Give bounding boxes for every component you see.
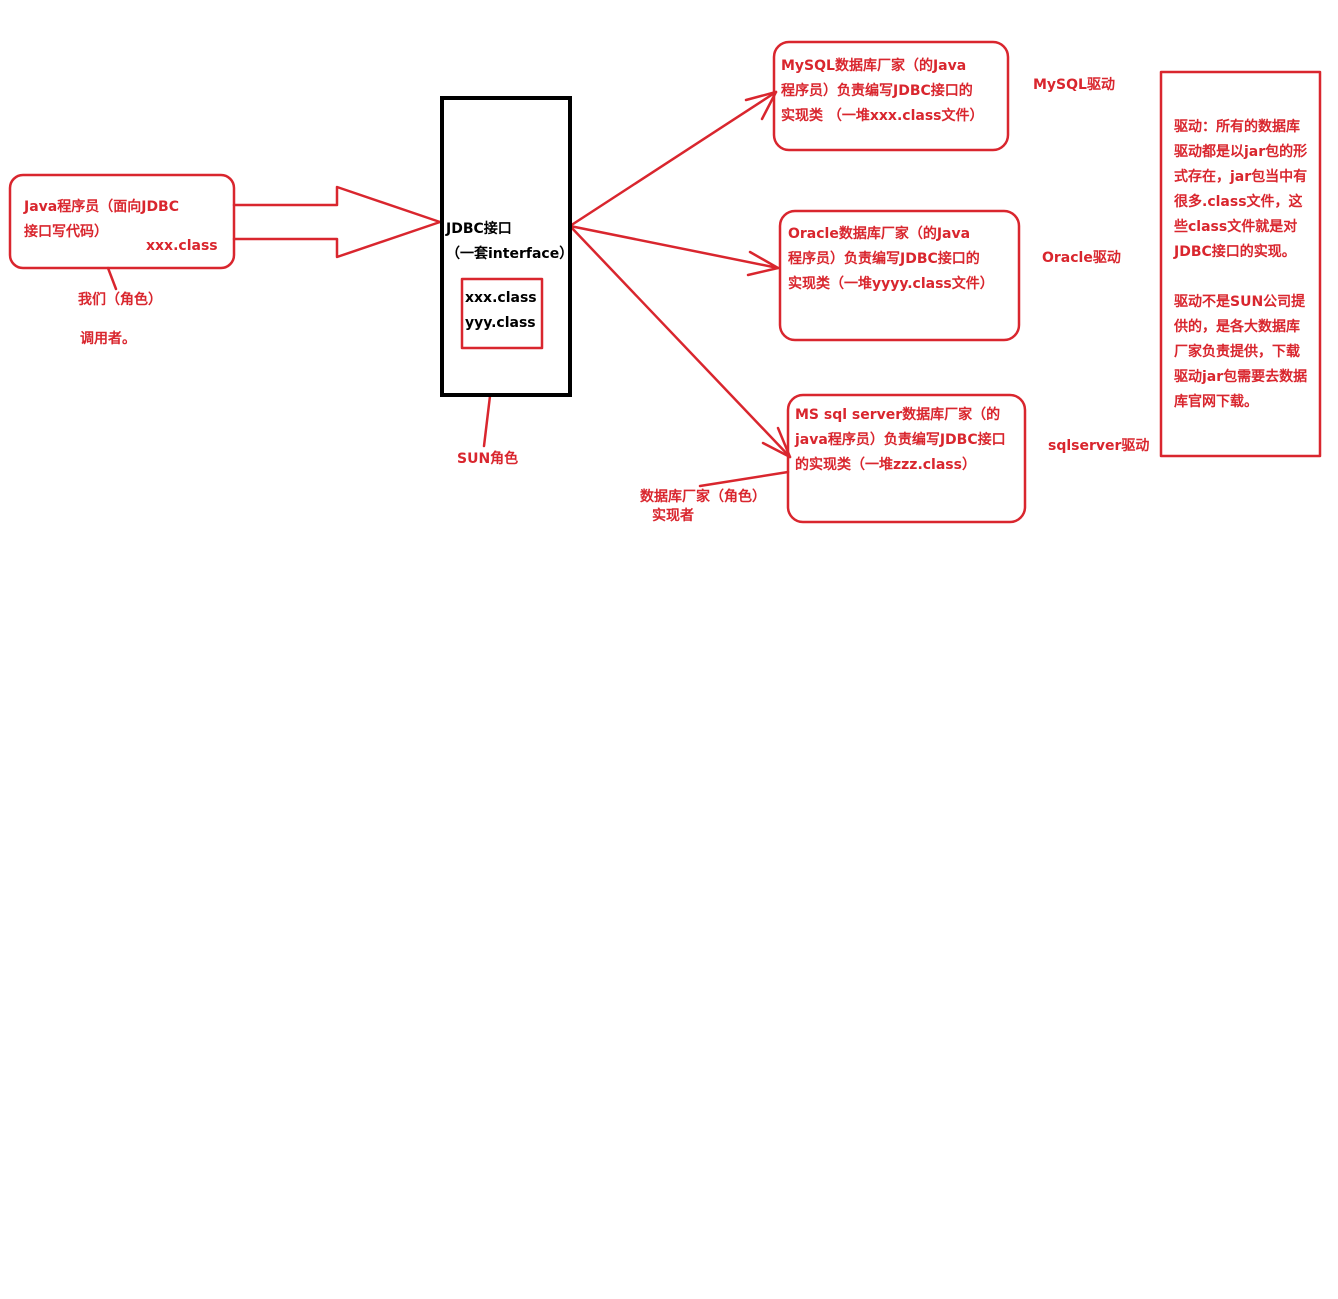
note-line-4: 很多.class文件，这 [1174, 194, 1303, 210]
sun-role: SUN角色 [457, 451, 519, 467]
note-line-6: JDBC接口的实现。 [1174, 244, 1296, 260]
note-line-1: 驱动：所有的数据库 [1174, 119, 1300, 135]
programmer-role-leader [106, 266, 118, 291]
programmer-label-line1: Java程序员（面向JDBC [24, 199, 180, 215]
jdbc-class-2: yyy.class [465, 315, 536, 331]
note-line-10: 厂家负责提供，下载 [1174, 344, 1300, 360]
arrow-to-mssql [568, 224, 792, 459]
oracle-vendor-box [778, 209, 1021, 342]
mssql-vendor-line3: 的实现类（一堆zzz.class） [795, 457, 976, 473]
programmer-role-desc: 调用者。 [80, 331, 136, 347]
class-files-box [460, 277, 544, 350]
note-line-12: 库官网下载。 [1174, 394, 1258, 410]
jdbc-class-1: xxx.class [465, 290, 537, 306]
note-line-8: 驱动不是SUN公司提 [1174, 294, 1306, 310]
programmer-box [8, 173, 236, 270]
mysql-vendor-line1: MySQL数据库厂家（的Java [781, 58, 967, 74]
hollow-arrow [232, 185, 442, 259]
mysql-vendor-line2: 程序员）负责编写JDBC接口的 [781, 83, 973, 99]
mssql-driver-label: sqlserver驱动 [1048, 438, 1150, 454]
oracle-vendor-line1: Oracle数据库厂家（的Java [788, 226, 971, 242]
mssql-vendor-box [786, 393, 1027, 524]
note-line-2: 驱动都是以jar包的形 [1174, 144, 1308, 160]
mssql-vendor-line2: java程序员）负责编写JDBC接口 [795, 432, 1006, 448]
arrowhead-mysql [744, 90, 778, 121]
vendor-role-leader [698, 470, 790, 488]
jdbc-title: JDBC接口 [446, 221, 512, 237]
arrow-to-mysql [568, 90, 778, 228]
arrowhead-mssql [761, 426, 792, 459]
programmer-role: 我们（角色） [78, 292, 162, 308]
driver-note-box [1159, 70, 1322, 458]
programmer-label-line2: 接口写代码） [24, 224, 108, 240]
note-line-9: 供的，是各大数据库 [1174, 319, 1300, 335]
note-line-11: 驱动jar包需要去数据 [1174, 369, 1308, 385]
note-line-5: 些class文件就是对 [1174, 219, 1298, 235]
mysql-vendor-line3: 实现类 （一堆xxx.class文件） [781, 108, 984, 124]
arrowhead-oracle [746, 250, 780, 277]
mssql-vendor-line1: MS sql server数据库厂家（的 [795, 407, 1001, 423]
sun-role-leader [482, 394, 492, 448]
jdbc-subtitle: （一套interface） [446, 246, 574, 262]
vendor-role: 数据库厂家（角色） [640, 489, 766, 505]
arrow-to-oracle [568, 224, 780, 270]
jdbc-interface-box [440, 96, 572, 397]
oracle-vendor-line2: 程序员）负责编写JDBC接口的 [788, 251, 980, 267]
programmer-class-file: xxx.class [146, 238, 218, 254]
mysql-driver-label: MySQL驱动 [1033, 77, 1115, 93]
vendor-role-desc: 实现者 [652, 508, 694, 524]
oracle-vendor-line3: 实现类（一堆yyyy.class文件） [788, 276, 994, 292]
oracle-driver-label: Oracle驱动 [1042, 250, 1121, 266]
note-line-3: 式存在，jar包当中有 [1174, 169, 1308, 185]
